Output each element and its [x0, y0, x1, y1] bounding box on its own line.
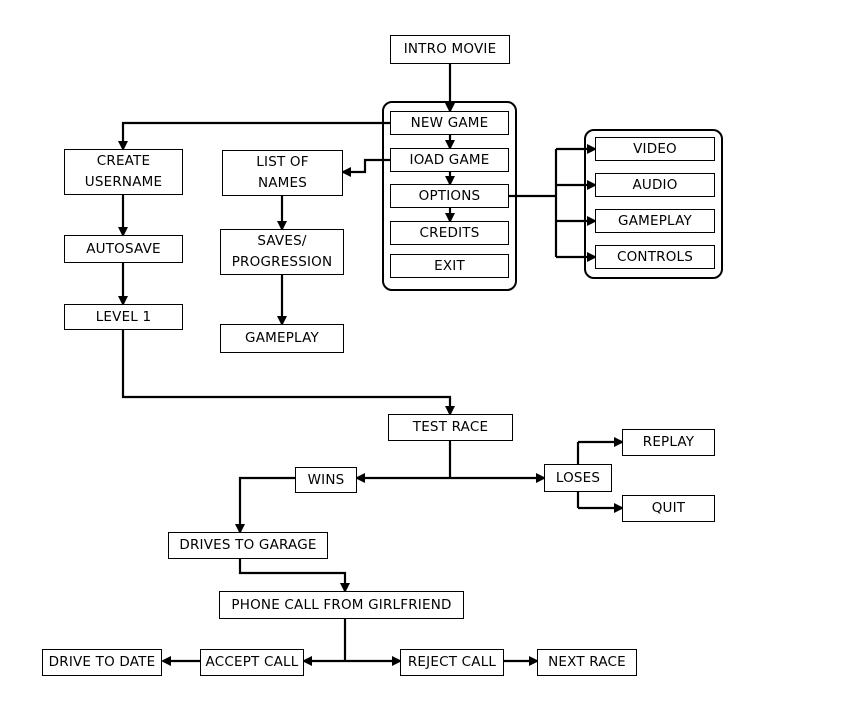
node-phone-call: PHONE CALL FROM GIRLFRIEND [219, 591, 464, 619]
node-gameplay-option: GAMEPLAY [595, 209, 715, 233]
node-video: VIDEO [595, 137, 715, 161]
node-wins: WINS [295, 467, 357, 493]
node-list-of-names: LIST OF NAMES [222, 150, 343, 196]
node-credits: CREDITS [390, 221, 509, 245]
node-gameplay: GAMEPLAY [220, 324, 344, 353]
edge-newgame-to-createusername [118, 121, 390, 151]
node-replay: REPLAY [622, 429, 715, 456]
edge-level1-to-testrace [121, 330, 455, 416]
node-audio: AUDIO [595, 173, 715, 197]
node-exit: EXIT [390, 254, 509, 278]
node-create-username: CREATE USERNAME [64, 149, 183, 195]
node-next-race: NEXT RACE [537, 649, 637, 676]
node-drive-to-date: DRIVE TO DATE [42, 649, 162, 676]
node-reject-call: REJECT CALL [400, 649, 504, 676]
edge-loadgame-to-listofnames [341, 158, 390, 177]
node-level-1: LEVEL 1 [64, 304, 183, 330]
node-options: OPTIONS [390, 184, 509, 208]
node-load-game: IOAD GAME [390, 148, 509, 172]
node-quit: QUIT [622, 495, 715, 522]
node-loses: LOSES [544, 464, 612, 492]
node-controls: CONTROLS [595, 245, 715, 269]
edge-garage-to-phonecall [238, 559, 350, 593]
node-intro-movie: INTRO MOVIE [390, 35, 510, 64]
edge-wins-to-garage [235, 476, 295, 534]
node-accept-call: ACCEPT CALL [200, 649, 304, 676]
node-saves-progression: SAVES/ PROGRESSION [220, 229, 344, 275]
node-test-race: TEST RACE [388, 414, 513, 441]
node-autosave: AUTOSAVE [64, 235, 183, 263]
node-new-game: NEW GAME [390, 111, 509, 135]
node-drives-to-garage: DRIVES TO GARAGE [168, 532, 328, 559]
